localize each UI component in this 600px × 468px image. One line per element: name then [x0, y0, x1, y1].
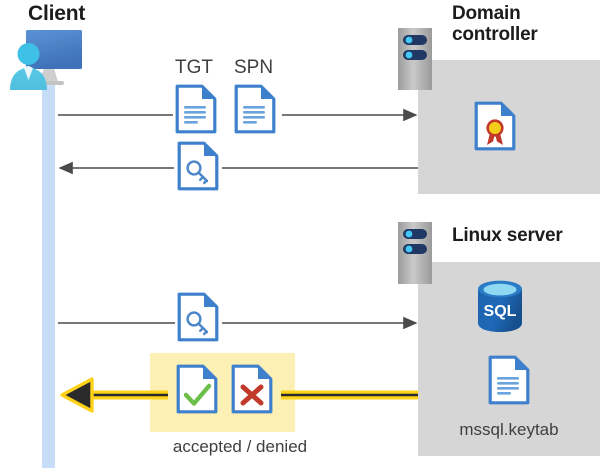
tgt-document-icon	[175, 84, 217, 134]
svg-text:SQL: SQL	[484, 303, 517, 320]
linux-server-rack-icon	[398, 222, 432, 284]
domain-controller-server-rack-icon	[398, 28, 432, 90]
accepted-denied-caption: accepted / denied	[172, 437, 308, 456]
denied-document-icon	[231, 364, 273, 414]
keytab-file-label: mssql.keytab	[459, 420, 559, 439]
keytab-document-icon	[488, 355, 530, 405]
client-title: Client	[28, 2, 86, 25]
spn-label: SPN	[234, 57, 274, 78]
client-lifeline	[42, 72, 55, 468]
spn-document-icon	[234, 84, 276, 134]
accepted-document-icon	[176, 364, 218, 414]
service-ticket-key-document-icon	[177, 292, 219, 342]
sql-database-icon: SQL	[478, 280, 522, 332]
domain-controller-title: Domain controller	[452, 3, 538, 46]
client-computer-icon	[10, 30, 82, 90]
ticket-key-document-icon	[177, 141, 219, 191]
tgt-label: TGT	[175, 57, 213, 78]
linux-server-title: Linux server	[452, 225, 563, 246]
certificate-document-icon	[474, 101, 516, 151]
arrow-result-to-client	[60, 377, 168, 413]
